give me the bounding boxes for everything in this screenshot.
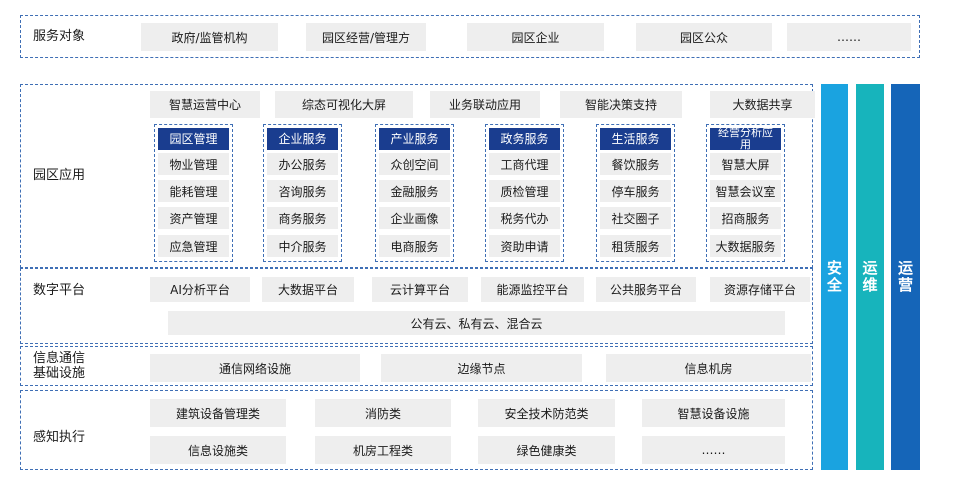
park-app-top-item: 综态可视化大屏 — [275, 91, 413, 118]
park-app-column: 经营分析应用智慧大屏智慧会议室招商服务大数据服务 — [706, 124, 785, 262]
park-app-column-item: 停车服务 — [600, 180, 671, 202]
park-app-top-item: 大数据共享 — [710, 91, 815, 118]
service-target-item: 政府/监管机构 — [141, 23, 278, 51]
cloud-bar: 公有云、私有云、混合云 — [168, 311, 785, 335]
platform-item: 能源监控平台 — [481, 277, 584, 302]
park-app-column-item: 商务服务 — [267, 207, 338, 229]
perception-item: 建筑设备管理类 — [150, 399, 286, 427]
park-app-column-item: 质检管理 — [489, 180, 560, 202]
infrastructure-label: 信息通信 基础设施 — [33, 351, 85, 381]
park-app-column-item: 智慧会议室 — [710, 180, 781, 202]
side-bar-text: 运维 — [862, 259, 878, 294]
park-app-column-item: 租赁服务 — [600, 235, 671, 257]
park-app-column-item: 社交圈子 — [600, 207, 671, 229]
infrastructure-layer — [20, 346, 813, 386]
side-bar: 运维 — [856, 84, 884, 470]
park-app-column-item: 企业画像 — [379, 207, 450, 229]
perception-item: …… — [642, 436, 785, 464]
platform-item: 大数据平台 — [262, 277, 354, 302]
side-bar-text: 安全 — [827, 259, 843, 294]
park-app-column-title: 政务服务 — [489, 128, 560, 150]
park-app-column-item: 餐饮服务 — [600, 153, 671, 175]
platform-item: 资源存储平台 — [710, 277, 810, 302]
digital-platform-layer — [20, 268, 813, 344]
infrastructure-item: 信息机房 — [606, 354, 811, 382]
park-app-column-item: 大数据服务 — [710, 235, 781, 257]
park-app-layer — [20, 84, 813, 268]
service-target-item: 园区经营/管理方 — [306, 23, 426, 51]
park-app-column-item: 能耗管理 — [158, 180, 229, 202]
service-target-item: 园区企业 — [467, 23, 604, 51]
park-app-column-item: 物业管理 — [158, 153, 229, 175]
park-app-column-item: 金融服务 — [379, 180, 450, 202]
park-app-column-title: 经营分析应用 — [710, 128, 781, 150]
perception-layer — [20, 390, 813, 470]
perception-item: 安全技术防范类 — [478, 399, 615, 427]
park-app-column-title: 生活服务 — [600, 128, 671, 150]
platform-item: 公共服务平台 — [596, 277, 696, 302]
park-app-column-item: 办公服务 — [267, 153, 338, 175]
park-app-top-item: 业务联动应用 — [430, 91, 540, 118]
platform-item: AI分析平台 — [150, 277, 250, 302]
service-target-layer — [20, 15, 920, 58]
park-app-column-item: 资助申请 — [489, 235, 560, 257]
park-app-column-item: 税务代办 — [489, 207, 560, 229]
perception-label: 感知执行 — [33, 430, 86, 445]
service-target-label: 服务对象 — [33, 29, 86, 44]
infrastructure-label-line1: 信息通信 — [33, 351, 86, 366]
perception-item: 智慧设备设施 — [642, 399, 785, 427]
park-app-column-title: 园区管理 — [158, 128, 229, 150]
park-app-column-item: 咨询服务 — [267, 180, 338, 202]
park-app-column-title: 企业服务 — [267, 128, 338, 150]
infrastructure-item: 通信网络设施 — [150, 354, 360, 382]
perception-item: 绿色健康类 — [478, 436, 615, 464]
park-app-column-item: 中介服务 — [267, 235, 338, 257]
park-app-column-title: 产业服务 — [379, 128, 450, 150]
digital-platform-label: 数字平台 — [33, 283, 86, 298]
park-app-column: 企业服务办公服务咨询服务商务服务中介服务 — [263, 124, 342, 262]
perception-item: 机房工程类 — [315, 436, 451, 464]
perception-item: 消防类 — [315, 399, 451, 427]
service-target-item: 园区公众 — [636, 23, 772, 51]
service-target-item: …… — [787, 23, 911, 51]
park-app-column: 政务服务工商代理质检管理税务代办资助申请 — [485, 124, 564, 262]
park-app-column-item: 智慧大屏 — [710, 153, 781, 175]
park-app-top-item: 智能决策支持 — [560, 91, 682, 118]
park-app-column: 园区管理物业管理能耗管理资产管理应急管理 — [154, 124, 233, 262]
side-bar: 运营 — [891, 84, 920, 470]
side-bar: 安全 — [821, 84, 848, 470]
park-app-column-item: 招商服务 — [710, 207, 781, 229]
park-app-column-item: 电商服务 — [379, 235, 450, 257]
park-app-column: 产业服务众创空间金融服务企业画像电商服务 — [375, 124, 454, 262]
infrastructure-item: 边缘节点 — [381, 354, 582, 382]
perception-item: 信息设施类 — [150, 436, 286, 464]
infrastructure-label-line2: 基础设施 — [33, 366, 86, 381]
platform-item: 云计算平台 — [372, 277, 468, 302]
park-app-top-item: 智慧运营中心 — [150, 91, 260, 118]
park-app-label: 园区应用 — [33, 168, 86, 183]
park-app-column-item: 资产管理 — [158, 207, 229, 229]
park-app-column-item: 众创空间 — [379, 153, 450, 175]
park-app-column: 生活服务餐饮服务停车服务社交圈子租赁服务 — [596, 124, 675, 262]
park-app-column-item: 应急管理 — [158, 235, 229, 257]
park-app-column-item: 工商代理 — [489, 153, 560, 175]
side-bar-text: 运营 — [898, 259, 914, 294]
